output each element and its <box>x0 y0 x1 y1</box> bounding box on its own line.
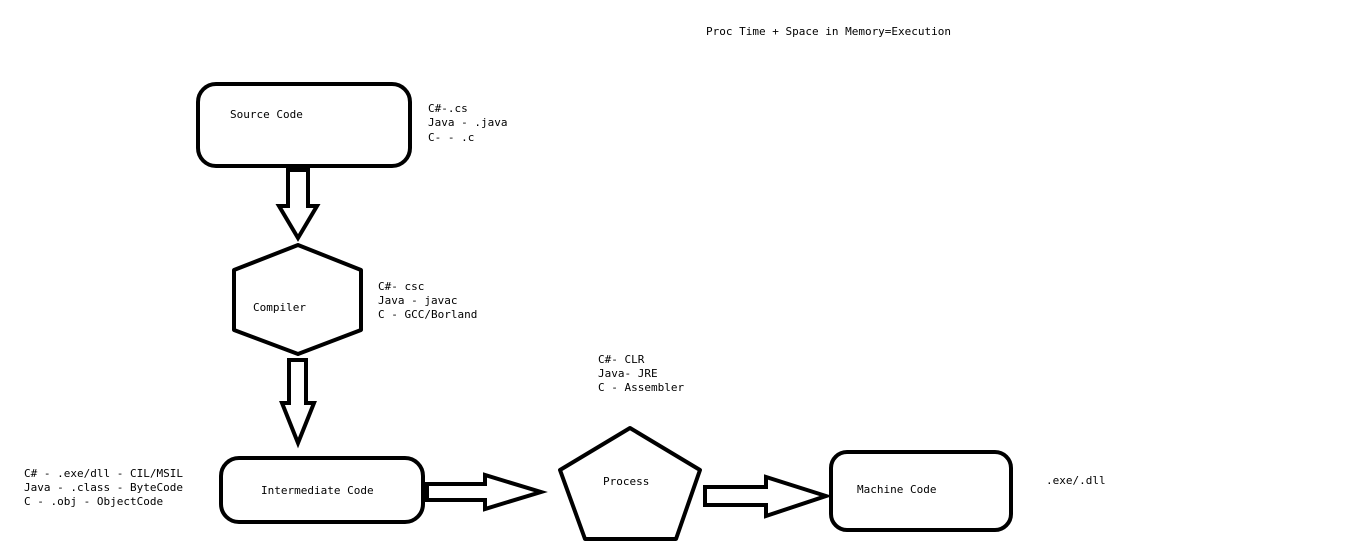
arrow-compiler-to-intermediate <box>279 358 317 449</box>
compiler-hexagon <box>232 243 363 356</box>
diagram-title: Proc Time + Space in Memory=Execution <box>706 25 951 38</box>
arrow-process-to-machine <box>703 474 833 519</box>
intermediate-note-1: C# - .exe/dll - CIL/MSIL <box>24 467 183 480</box>
arrow-source-to-compiler <box>275 168 321 242</box>
compiler-note-3: C - GCC/Borland <box>378 308 477 321</box>
intermediate-note-2: Java - .class - ByteCode <box>24 481 183 494</box>
intermediate-code-box <box>219 456 425 524</box>
machine-code-label: Machine Code <box>857 483 936 496</box>
source-code-box <box>196 82 412 168</box>
process-note-1: C#- CLR <box>598 353 645 366</box>
intermediate-note-3: C - .obj - ObjectCode <box>24 495 163 508</box>
arrow-intermediate-to-process <box>425 472 548 512</box>
source-note-2: Java - .java <box>428 116 507 129</box>
intermediate-code-label: Intermediate Code <box>261 484 374 497</box>
machine-code-box <box>829 450 1013 532</box>
compiler-note-2: Java - javac <box>378 294 457 307</box>
source-code-label: Source Code <box>230 108 303 121</box>
compiler-label: Compiler <box>253 301 306 314</box>
process-pentagon <box>558 426 702 541</box>
process-note-3: C - Assembler <box>598 381 684 394</box>
source-note-3: C- - .c <box>428 131 474 144</box>
source-note-1: C#-.cs <box>428 102 468 115</box>
compiler-note-1: C#- csc <box>378 280 424 293</box>
process-label: Process <box>603 475 649 488</box>
process-note-2: Java- JRE <box>598 367 658 380</box>
machine-note-1: .exe/.dll <box>1046 474 1106 487</box>
